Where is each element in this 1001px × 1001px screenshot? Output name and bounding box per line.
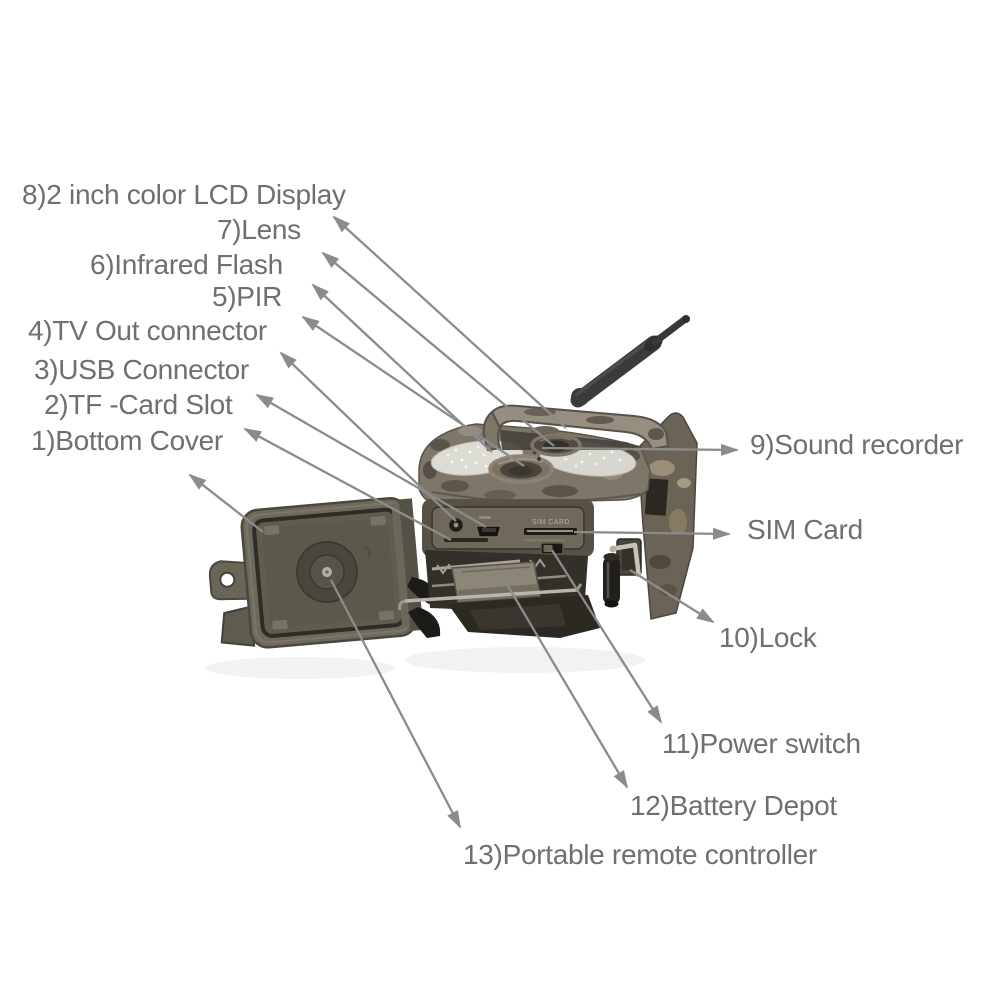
arrow-7-lens xyxy=(321,251,555,447)
camera-lens xyxy=(488,454,554,484)
callout-4-tv-out: 4)TV Out connector xyxy=(28,315,267,346)
battery-compartment xyxy=(398,550,600,638)
callout-13-remote-controller: 13)Portable remote controller xyxy=(463,839,817,870)
arrow-1-bottom-cover xyxy=(188,473,264,533)
antenna xyxy=(570,315,690,408)
power-switch xyxy=(540,542,564,555)
tf-card-slot xyxy=(444,538,488,542)
strap-slot xyxy=(644,478,669,516)
bottom-cover-flap xyxy=(208,497,424,649)
callout-arrows xyxy=(188,215,739,829)
sim-card-marking: SIM CARD xyxy=(532,519,570,526)
callout-1-bottom-cover: 1)Bottom Cover xyxy=(31,425,223,456)
callout-8-lcd-display: 8)2 inch color LCD Display xyxy=(22,179,346,210)
callout-5-pir: 5)PIR xyxy=(212,281,283,312)
arrow-2-tf-card xyxy=(243,427,452,542)
callout-11-power-switch: 11)Power switch xyxy=(662,728,861,759)
callout-sim-card: SIM Card xyxy=(747,514,863,545)
callout-6-infrared-flash: 6)Infrared Flash xyxy=(90,249,283,280)
callout-7-lens: 7)Lens xyxy=(217,214,301,245)
lock-bail xyxy=(610,542,642,578)
corner-clips xyxy=(263,515,395,630)
flap-hinge xyxy=(397,498,424,632)
tripod-boss xyxy=(296,541,358,603)
tv-out-jack xyxy=(446,515,466,535)
arrow-10-lock xyxy=(629,569,715,624)
callout-9-sound-recorder: 9)Sound recorder xyxy=(750,429,964,460)
sim-card-slot xyxy=(524,528,577,535)
usb-port xyxy=(475,525,502,538)
arrow-5-pir xyxy=(301,315,525,467)
callout-2-tf-card: 2)TF -Card Slot xyxy=(44,389,233,420)
top-lens xyxy=(530,433,582,457)
camera-side-face xyxy=(637,412,698,620)
callout-10-lock: 10)Lock xyxy=(719,622,817,653)
arrow-12-battery-depot xyxy=(504,580,629,789)
arrow-8-lcd-display xyxy=(332,215,567,429)
lock-assembly xyxy=(603,538,642,608)
lug-hole xyxy=(219,571,236,588)
arrow-13-remote-controller xyxy=(329,579,462,829)
callout-12-battery-depot: 12)Battery Depot xyxy=(630,790,837,821)
callout-3-usb: 3)USB Connector xyxy=(34,354,249,385)
arrow-11-power-switch xyxy=(551,549,663,724)
arrow-3-usb xyxy=(255,394,487,528)
lock-barrel xyxy=(603,556,620,605)
arrow-sim-card xyxy=(573,527,731,540)
emboss-mark xyxy=(363,546,372,559)
ports-compartment: SIM CARD xyxy=(422,499,594,557)
ground-shadows xyxy=(205,647,645,679)
arrow-9-sound-recorder xyxy=(541,443,739,456)
